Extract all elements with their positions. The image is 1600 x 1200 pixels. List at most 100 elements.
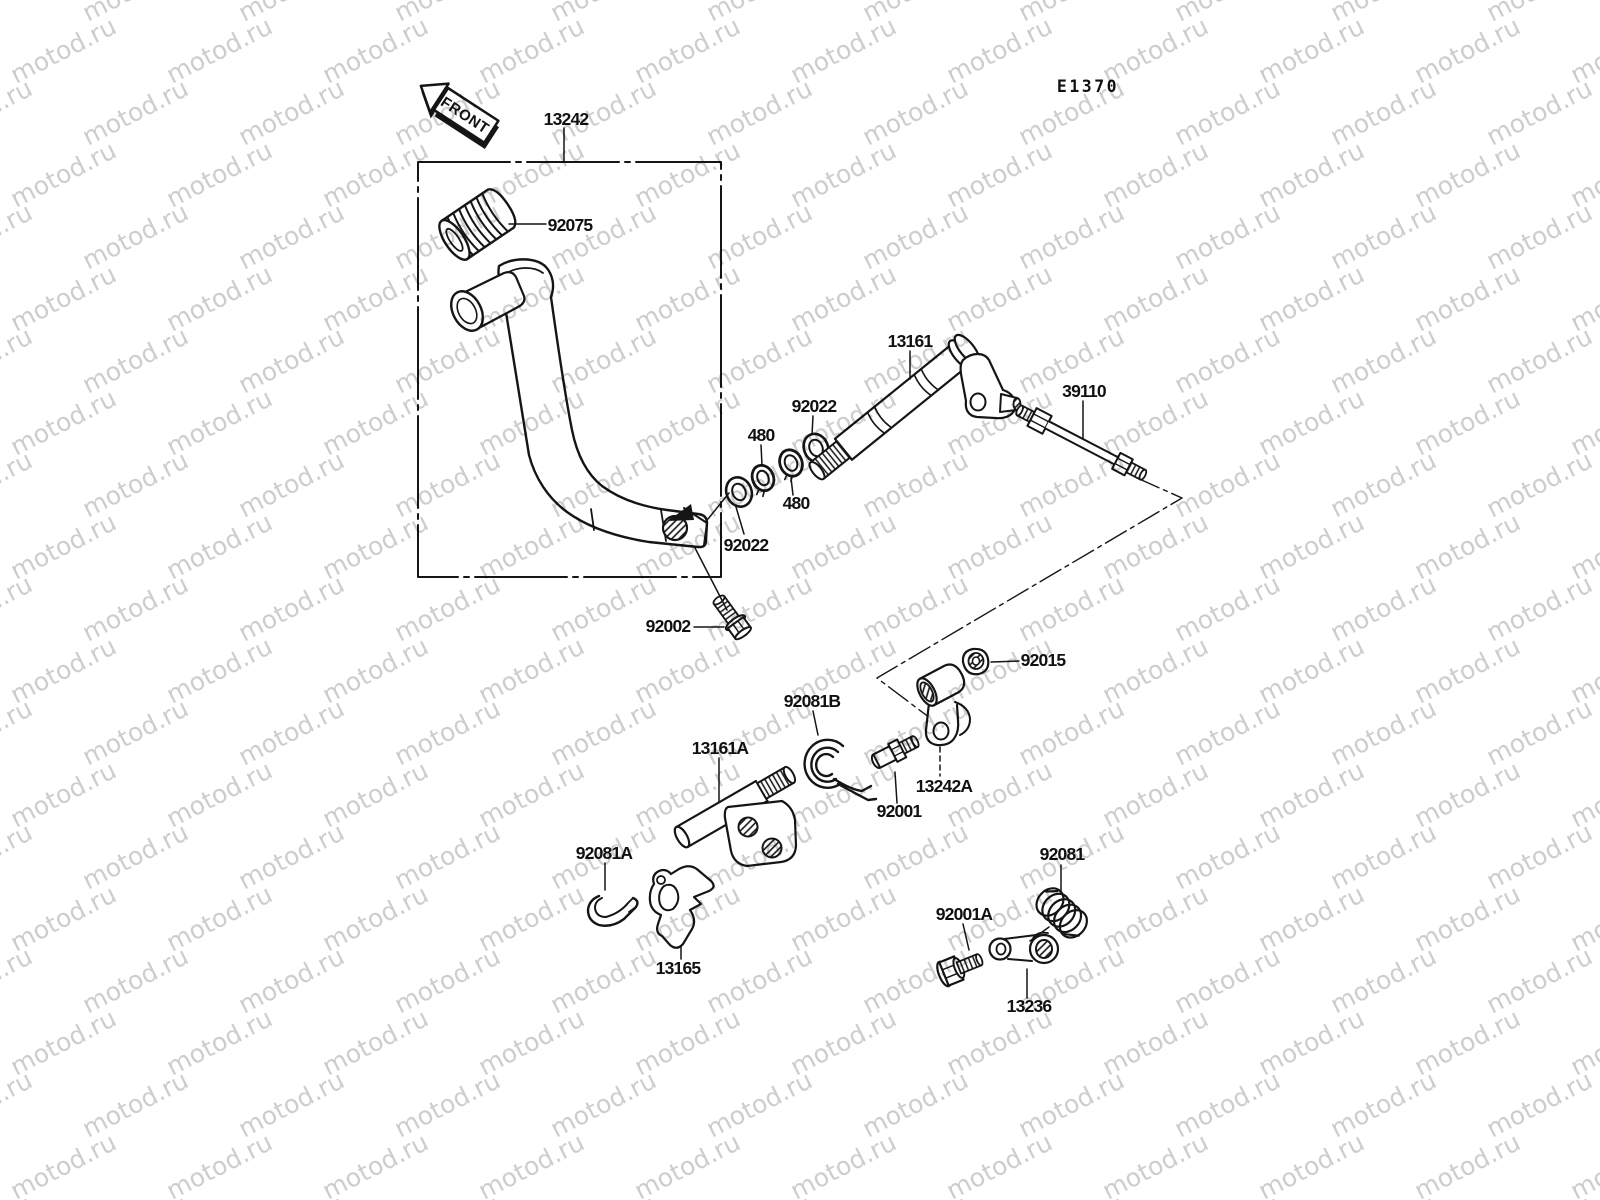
snap-ring-480-upper-drawing <box>750 463 776 498</box>
watermark-text: motod.ru <box>234 569 349 647</box>
watermark-text: motod.ru <box>234 817 349 895</box>
part-label-92001-13: 92001 <box>877 801 923 821</box>
watermark-text: motod.ru <box>1482 1065 1597 1143</box>
part-label-13161A-11: 13161A <box>692 738 750 758</box>
watermark-text: motod.ru <box>234 321 349 399</box>
part-label-92022-4: 92022 <box>792 396 838 416</box>
part-label-13165-15: 13165 <box>656 958 702 978</box>
joint-bolt-drawing <box>870 735 920 770</box>
watermark-text: motod.ru <box>234 73 349 151</box>
part-label-92081B-10: 92081B <box>784 691 841 711</box>
watermark-text: motod.ru <box>702 1189 817 1200</box>
watermark-text: motod.ru <box>1482 941 1597 1019</box>
watermark-text: motod.ru <box>546 569 661 647</box>
shift-shaft-drawing <box>808 333 1022 481</box>
watermark-text: motod.ru <box>1482 693 1597 771</box>
watermark-text: motod.ru <box>1482 1189 1597 1200</box>
watermark-text: motod.ru <box>78 445 193 523</box>
watermark-text: motod.ru <box>702 1065 817 1143</box>
watermark-text: motod.ru <box>234 1189 349 1200</box>
watermark-text: motod.ru <box>78 1065 193 1143</box>
watermark-text: motod.ru <box>1170 197 1285 275</box>
part-label-92081A-14: 92081A <box>576 843 634 863</box>
watermark-text: motod.ru <box>1482 321 1597 399</box>
gear-pedal-drawing <box>449 258 709 549</box>
watermark-text: motod.ru <box>390 569 505 647</box>
watermark-text: motod.ru <box>1170 445 1285 523</box>
washer-92022-lower-drawing <box>724 476 754 508</box>
watermark-text: motod.ru <box>390 321 505 399</box>
part-label-39110-3: 39110 <box>1062 381 1107 401</box>
watermark-text: motod.ru <box>0 817 37 895</box>
watermark-text: motod.ru <box>78 1189 193 1200</box>
watermark-text: motod.ru <box>1482 817 1597 895</box>
watermark-text: motod.ru <box>1170 321 1285 399</box>
leader-lines <box>508 127 1084 999</box>
watermark-text: motod.ru <box>1170 1189 1285 1200</box>
watermark-text: motod.ru <box>702 73 817 151</box>
positioning-plate-drawing <box>648 865 715 949</box>
change-lever-drawing <box>988 931 1060 965</box>
watermark-text: motod.ru <box>0 569 37 647</box>
diagram-code: E1370 <box>1057 77 1119 96</box>
watermark-text: motod.ru <box>390 1189 505 1200</box>
watermark-text: motod.ru <box>1482 197 1597 275</box>
watermark-text: motod.ru <box>78 321 193 399</box>
watermark-text: motod.ru <box>702 693 817 771</box>
watermark-text: motod.ru <box>1014 693 1129 771</box>
watermark-text: motod.ru <box>1170 941 1285 1019</box>
part-labels: 1324292075131613911092022480480920229200… <box>544 109 1108 1016</box>
watermark-text: motod.ru <box>0 693 37 771</box>
watermark-text: motod.ru <box>78 941 193 1019</box>
watermark-text: motod.ru <box>1014 569 1129 647</box>
watermark-text: motod.ru <box>1014 445 1129 523</box>
watermark-text: motod.ru <box>0 1189 37 1200</box>
watermark-text: motod.ru <box>390 445 505 523</box>
part-label-13161-2: 13161 <box>888 331 934 351</box>
watermark-text: motod.ru <box>390 941 505 1019</box>
watermark-text: motod.ru <box>390 817 505 895</box>
watermark-text: motod.ru <box>1014 197 1129 275</box>
watermark-text: motod.ru <box>1170 569 1285 647</box>
part-label-13242A-12: 13242A <box>916 776 974 796</box>
watermark-text: motod.ru <box>858 817 973 895</box>
snap-ring-480-lower-drawing <box>778 448 804 483</box>
cap-nut-drawing <box>961 647 990 676</box>
watermark-text: motod.ru <box>858 445 973 523</box>
assembly-direction-arrow <box>668 504 694 521</box>
watermark-text: motod.ru <box>1170 73 1285 151</box>
lever-bolt-drawing <box>936 953 984 988</box>
part-label-92022-7: 92022 <box>724 535 770 555</box>
watermark-text: motod.ru <box>0 445 37 523</box>
pedal-bolt-drawing <box>712 594 752 641</box>
part-label-480-5: 480 <box>748 425 776 445</box>
watermark-text: motod.ru <box>0 197 37 275</box>
watermark-text: motod.ru <box>1326 1189 1441 1200</box>
watermark-text: motod.ru <box>1014 1065 1129 1143</box>
watermark-text: motod.ru <box>1482 569 1597 647</box>
watermark-text: motod.ru <box>1482 445 1597 523</box>
watermark-text: motod.ru <box>1482 73 1597 151</box>
watermark-text: motod.ru <box>546 1065 661 1143</box>
watermark-text: motod.ru <box>702 197 817 275</box>
shift-arm-assembly-drawing <box>916 663 971 747</box>
part-label-13242-0: 13242 <box>544 109 590 129</box>
watermark-text: motod.ru <box>78 197 193 275</box>
watermark-text: motod.ru <box>78 693 193 771</box>
watermark-text: motod.ru <box>702 321 817 399</box>
watermark-text: motod.ru <box>1326 73 1441 151</box>
watermark-text: motod.ru <box>702 941 817 1019</box>
watermark-text: motod.ru <box>78 817 193 895</box>
watermark-text: motod.ru <box>546 197 661 275</box>
pedal-rubber-drawing <box>438 188 517 261</box>
watermark-text: motod.ru <box>78 73 193 151</box>
part-label-92015-9: 92015 <box>1021 650 1067 670</box>
diagram-artwork: FRONT <box>417 82 1183 999</box>
watermark-text: motod.ru <box>546 321 661 399</box>
return-spring-drawing <box>1035 887 1088 939</box>
watermark-text: motod.ru <box>234 693 349 771</box>
watermark-text: motod.ru <box>546 1189 661 1200</box>
